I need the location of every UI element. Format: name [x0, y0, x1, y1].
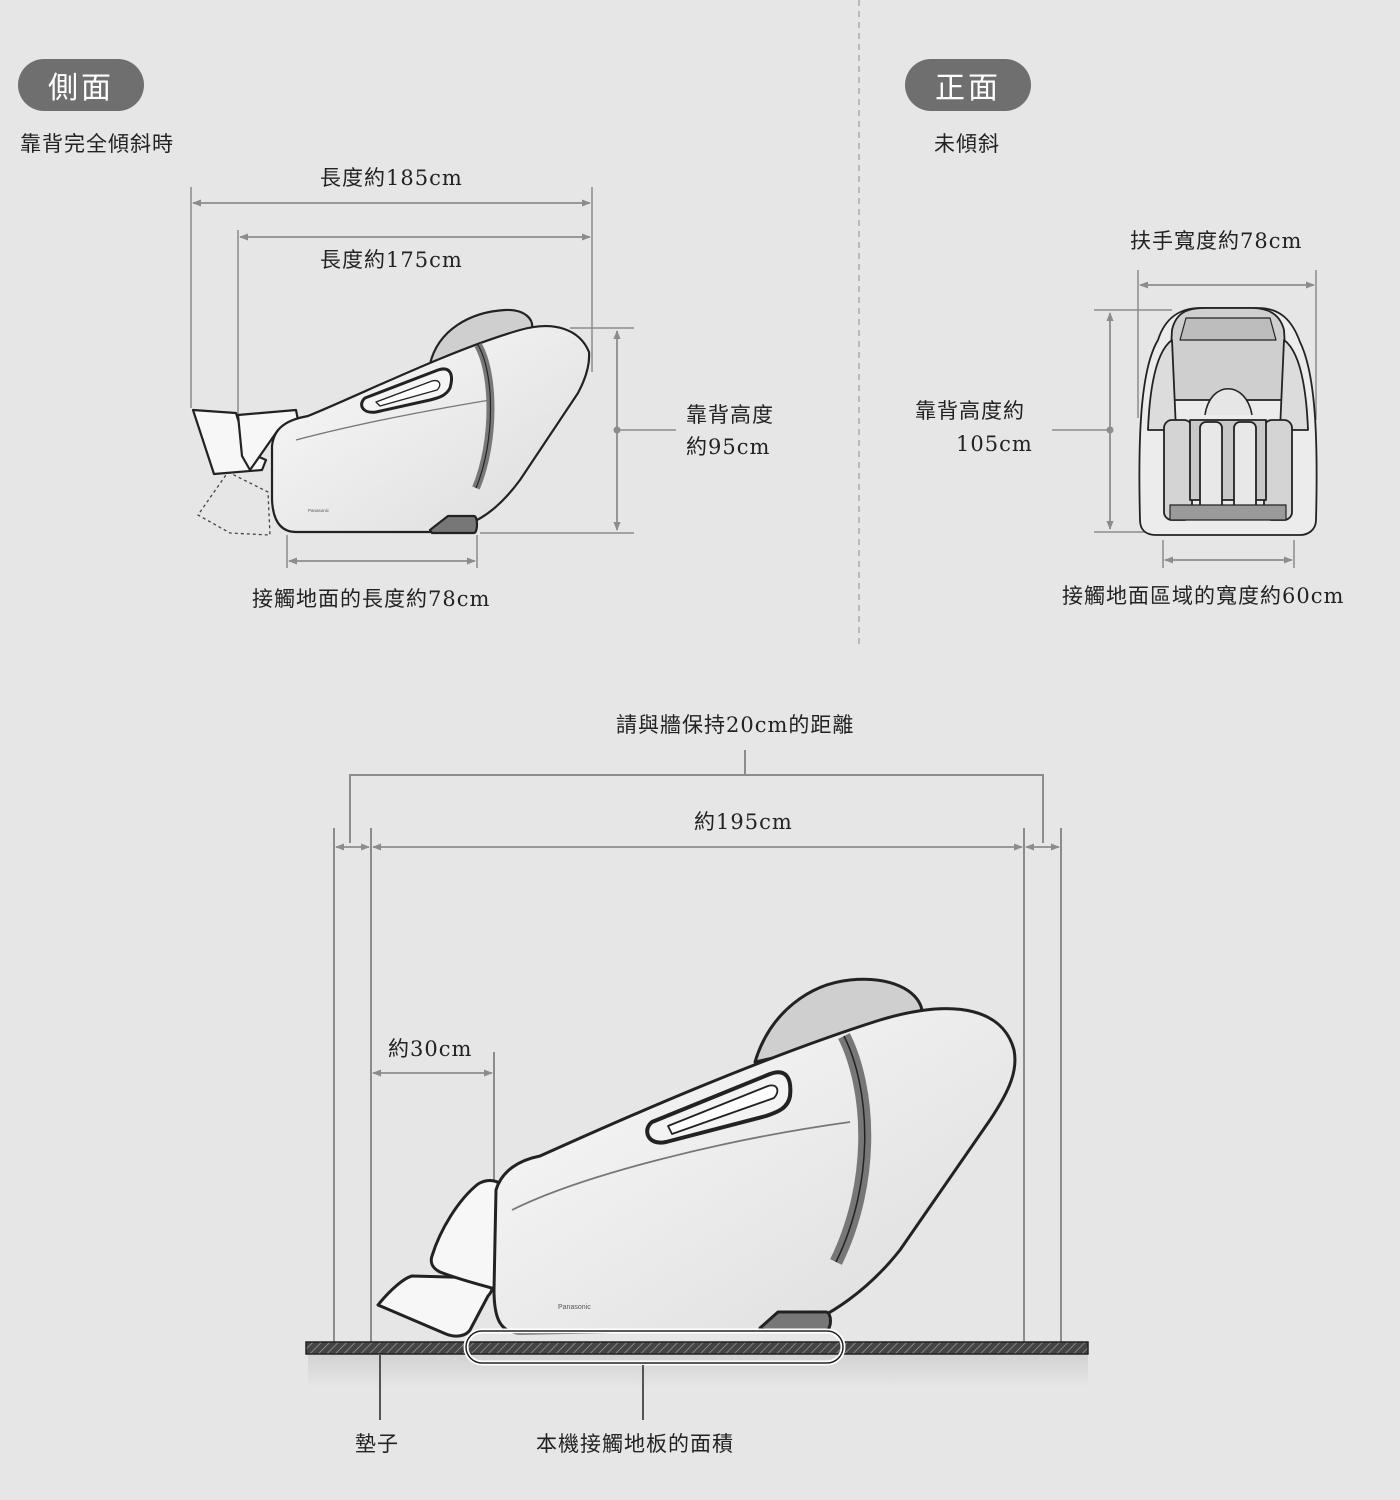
side-back-height-label-line1: 靠背高度 [686, 403, 774, 427]
side-view-drawing: Panasonic [190, 187, 676, 568]
front-view-drawing [1052, 270, 1318, 568]
front-back-height-label-line2: 105cm [956, 432, 1033, 456]
front-armrest-width-label: 扶手寬度約78cm [1130, 229, 1303, 253]
floor-shadow [308, 1354, 1088, 1388]
side-view-badge: 側面 [18, 59, 144, 111]
side-view-brand-mark: Panasonic [308, 508, 330, 513]
mat-label: 墊子 [355, 1432, 399, 1456]
foot-clearance-label: 約30cm [388, 1037, 473, 1061]
room-view-chair-illustration [376, 977, 1017, 1338]
total-length-label: 約195cm [694, 810, 793, 834]
front-view-badge: 正面 [905, 59, 1031, 111]
front-floor-width-label: 接觸地面區域的寬度約60cm [1062, 584, 1345, 608]
side-view-subtitle: 靠背完全傾斜時 [20, 132, 174, 156]
side-length-inner-label: 長度約175cm [320, 248, 463, 272]
room-view-drawing: Panasonic [305, 750, 1089, 1420]
front-view-subtitle: 未傾斜 [934, 132, 1000, 156]
side-floor-contact-label: 接觸地面的長度約78cm [252, 587, 491, 611]
side-view-chair-illustration [191, 308, 591, 536]
front-view-chair-illustration [1138, 307, 1318, 536]
side-length-outer-label: 長度約185cm [320, 166, 463, 190]
floor-mat [305, 1341, 1089, 1355]
wall-clearance-label: 請與牆保持20cm的距離 [616, 713, 855, 737]
contact-area-label: 本機接觸地板的面積 [536, 1432, 734, 1456]
front-back-height-label-line1: 靠背高度約 [915, 399, 1025, 423]
room-view-brand-mark: Panasonic [558, 1304, 591, 1311]
side-back-height-label-line2: 約95cm [686, 435, 771, 459]
